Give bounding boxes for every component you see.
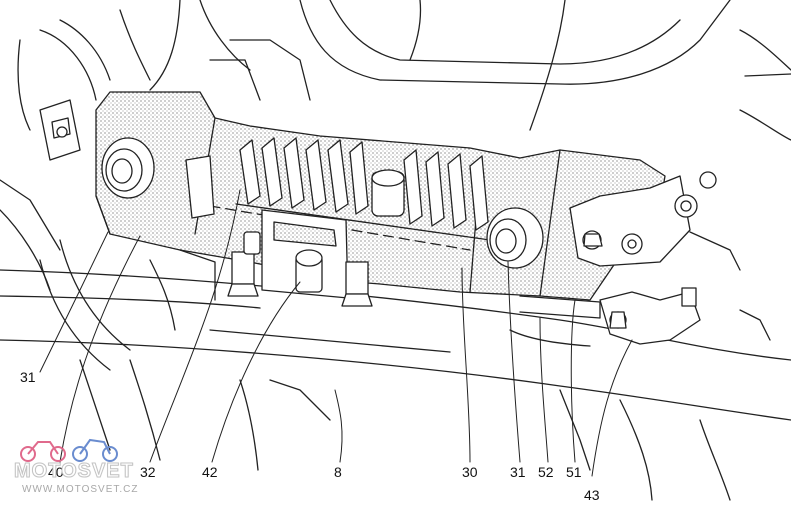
- center-post: [371, 169, 405, 217]
- callout-31-left: 31: [20, 369, 36, 385]
- left-boss: [101, 137, 155, 199]
- watermark: MOTOSVET WWW.MOTOSVET.CZ: [14, 432, 214, 504]
- callout-31-right: 31: [510, 464, 526, 480]
- watermark-brand: MOTOSVET: [14, 460, 134, 483]
- watermark-url: WWW.MOTOSVET.CZ: [22, 484, 139, 495]
- callout-52: 52: [538, 464, 554, 480]
- right-bracket: [569, 171, 741, 271]
- callout-42: 42: [202, 464, 218, 480]
- lower-right-bracket: [599, 287, 771, 345]
- callout-40: 40: [48, 464, 64, 480]
- frame-tube: [0, 179, 791, 501]
- lower-left-structure: [39, 239, 216, 371]
- leader-lines: [39, 189, 633, 477]
- center-clamp: [227, 209, 373, 307]
- upper-shell-lines: [17, 0, 791, 141]
- motorcycle-logo-icon: [20, 438, 118, 462]
- callout-51: 51: [566, 464, 582, 480]
- callout-32: 32: [140, 464, 156, 480]
- left-bracket: [39, 99, 215, 219]
- rail: [509, 295, 601, 347]
- right-boss: [486, 207, 544, 269]
- callout-43: 43: [584, 487, 600, 503]
- callout-30: 30: [462, 464, 478, 480]
- callout-8: 8: [334, 464, 342, 480]
- heat-fins: [235, 137, 491, 241]
